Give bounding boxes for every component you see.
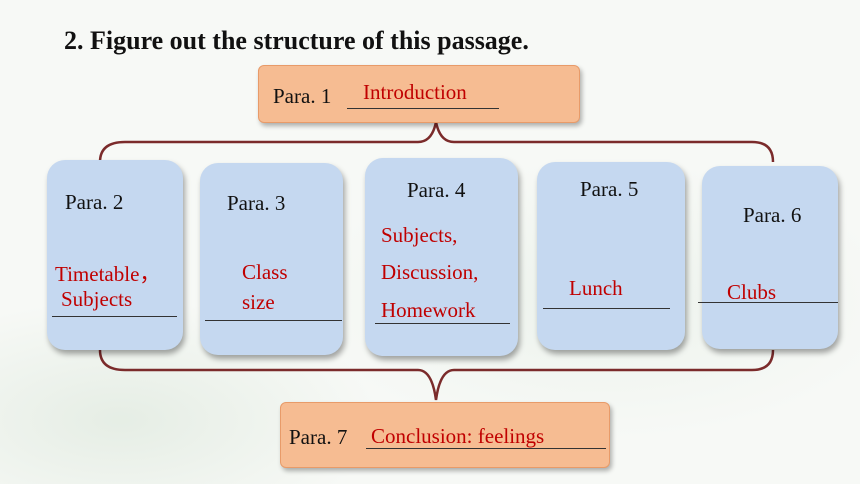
para-3-blank [205, 320, 342, 321]
para-3-box: Para. 3 Class size [200, 163, 343, 355]
para-3-answer-line1: Class [242, 260, 288, 284]
para-6-box: Para. 6 Clubs [698, 166, 838, 349]
para-3-answer-line2: size [242, 290, 275, 314]
para-6-answer: Clubs [727, 280, 777, 304]
para-6-blank [698, 302, 838, 303]
para-3-label: Para. 3 [227, 191, 286, 215]
para-5-box: Para. 5 Lunch [537, 162, 685, 350]
para-4-box: Para. 4 Subjects, Discussion, Homework [365, 158, 518, 356]
para-1-box: Para. 1 Introduction [258, 65, 580, 123]
para-4-answer-line3: Homework [381, 298, 476, 322]
para-7-answer: Conclusion: feelings [371, 424, 545, 448]
page-title: 2. Figure out the structure of this pass… [64, 26, 529, 55]
para-2-answer-line1: Timetable， [55, 262, 161, 286]
para-2-answer-line2: Subjects [61, 287, 133, 311]
para-5-blank [543, 308, 670, 309]
para-1-label: Para. 1 [273, 84, 332, 108]
para-2-box: Para. 2 Timetable， Subjects [47, 160, 183, 350]
para-5-label: Para. 5 [580, 177, 639, 201]
para-4-answer-line1: Subjects, [381, 223, 458, 247]
para-1-answer: Introduction [363, 80, 467, 104]
para-6-label: Para. 6 [743, 203, 802, 227]
para-4-blank [375, 323, 510, 324]
para-7-blank [366, 448, 606, 449]
para-7-label: Para. 7 [289, 425, 348, 449]
para-7-box: Para. 7 Conclusion: feelings [280, 402, 610, 468]
para-4-answer-line2: Discussion, [381, 260, 479, 284]
para-2-blank [52, 316, 177, 317]
para-2-label: Para. 2 [65, 190, 124, 214]
para-5-answer: Lunch [569, 276, 623, 300]
para-1-blank [347, 108, 499, 109]
para-4-label: Para. 4 [407, 178, 466, 202]
